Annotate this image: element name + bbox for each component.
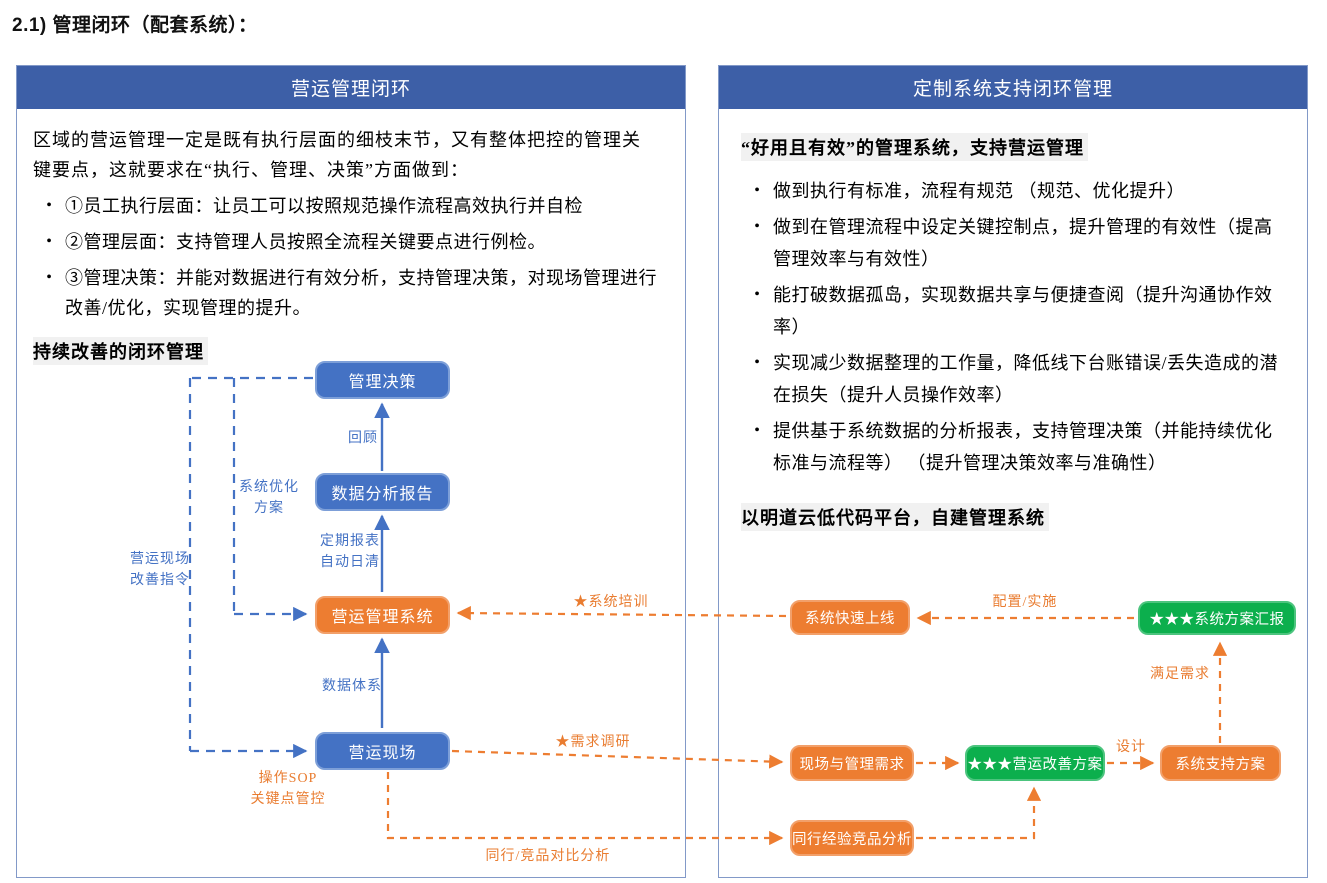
node-system-support-plan: 系统支持方案 [1160, 745, 1281, 781]
node-system-quick-launch: 系统快速上线 [790, 600, 910, 635]
panel-custom-system: 定制系统支持闭环管理 “好用且有效”的管理系统，支持营运管理 • 做到执行有标准… [718, 65, 1308, 878]
label-review: 回顾 [348, 431, 378, 446]
label-competitor-comparison: 同行/竞品对比分析 [485, 849, 611, 864]
right-bullet-list: • 做到执行有标准，流程有规范 （规范、优化提升） • 做到在管理流程中设定关键… [741, 175, 1281, 479]
list-item: • 提供基于系统数据的分析报表，支持管理决策（并能持续优化标准与流程等） （提升… [741, 415, 1281, 479]
node-peer-competitor-analysis: 同行经验竞品分析 [790, 820, 914, 856]
node-system-plan-report: ★★★系统方案汇报 [1138, 601, 1296, 635]
label-system-optimization-line1: 系统优化 [239, 480, 299, 495]
right-panel-body: “好用且有效”的管理系统，支持营运管理 • 做到执行有标准，流程有规范 （规范、… [719, 109, 1307, 531]
label-system-optimization: 系统优化 方案 [238, 477, 300, 519]
label-sop-control-line1: 操作SOP [258, 771, 318, 786]
label-sop-control-line2: 关键点管控 [250, 792, 326, 807]
right-heading-platform: 以明道云低代码平台，自建管理系统 [741, 503, 1281, 531]
list-item: • ③管理决策：并能对数据进行有效分析，支持管理决策，对现场管理进行改善/优化，… [33, 263, 659, 323]
list-item: • 实现减少数据整理的工作量，降低线下台账错误/丢失造成的潜在损失（提升人员操作… [741, 347, 1281, 411]
label-periodic-report-line2: 自动日清 [320, 555, 380, 570]
label-configure-implement: 配置/实施 [992, 595, 1058, 610]
label-needs-survey: ★需求调研 [555, 735, 631, 750]
right-bullet-2: 做到在管理流程中设定关键控制点，提升管理的有效性（提高管理效率与有效性） [773, 217, 1273, 269]
label-satisfy-needs: 满足需求 [1150, 667, 1210, 682]
label-periodic-report-line1: 定期报表 [320, 534, 380, 549]
right-panel-header: 定制系统支持闭环管理 [719, 66, 1307, 109]
left-panel-body: 区域的营运管理一定是既有执行层面的细枝末节，又有整体把控的管理关键要点，这就要求… [17, 109, 685, 365]
node-operations-site: 营运现场 [315, 732, 450, 770]
node-site-management-needs: 现场与管理需求 [790, 745, 914, 781]
right-bullet-4: 实现减少数据整理的工作量，降低线下台账错误/丢失造成的潜在损失（提升人员操作效率… [773, 353, 1278, 405]
label-system-training: ★系统培训 [573, 595, 649, 610]
node-data-analysis-report: 数据分析报告 [315, 473, 450, 511]
label-site-improvement-order-line1: 营运现场 [130, 552, 190, 567]
left-panel-header: 营运管理闭环 [17, 66, 685, 109]
list-item: • 做到执行有标准，流程有规范 （规范、优化提升） [741, 175, 1281, 207]
bullet-dot-icon: • [754, 354, 760, 371]
list-item: • ①员工执行层面：让员工可以按照规范操作流程高效执行并自检 [33, 191, 659, 221]
label-sop-control: 操作SOP 关键点管控 [242, 768, 334, 810]
right-bullet-5: 提供基于系统数据的分析报表，支持管理决策（并能持续优化标准与流程等） （提升管理… [773, 421, 1273, 473]
node-operations-system: 营运管理系统 [315, 596, 450, 634]
right-bullet-1: 做到执行有标准，流程有规范 （规范、优化提升） [773, 181, 1185, 201]
left-flow-heading: 持续改善的闭环管理 [33, 337, 659, 365]
label-site-improvement-order-line2: 改善指令 [130, 573, 190, 588]
bullet-dot-icon: • [754, 286, 760, 303]
left-intro-paragraph: 区域的营运管理一定是既有执行层面的细枝末节，又有整体把控的管理关键要点，这就要求… [33, 130, 641, 180]
left-flow-heading-text: 持续改善的闭环管理 [33, 337, 208, 365]
bullet-dot-icon: • [754, 182, 760, 199]
label-periodic-report: 定期报表 自动日清 [316, 531, 384, 573]
left-bullet-2: ②管理层面：支持管理人员按照全流程关键要点进行例检。 [65, 232, 546, 252]
list-item: • ②管理层面：支持管理人员按照全流程关键要点进行例检。 [33, 227, 659, 257]
bullet-dot-icon: • [46, 269, 52, 286]
node-operations-improvement-plan: ★★★营运改善方案 [965, 745, 1105, 781]
left-bullet-1: ①员工执行层面：让员工可以按照规范操作流程高效执行并自检 [65, 196, 583, 216]
right-heading-system-text: “好用且有效”的管理系统，支持营运管理 [741, 133, 1088, 161]
page-title: 2.1) 管理闭环（配套系统）： [12, 15, 258, 36]
node-management-decision: 管理决策 [315, 361, 450, 399]
right-heading-system: “好用且有效”的管理系统，支持营运管理 [741, 133, 1281, 161]
left-bullet-3: ③管理决策：并能对数据进行有效分析，支持管理决策，对现场管理进行改善/优化，实现… [65, 268, 657, 318]
label-data-system: 数据体系 [322, 679, 382, 694]
right-bullet-3: 能打破数据孤岛，实现数据共享与便捷查阅（提升沟通协作效率） [773, 285, 1273, 337]
bullet-dot-icon: • [754, 218, 760, 235]
bullet-dot-icon: • [754, 422, 760, 439]
bullet-dot-icon: • [46, 233, 52, 250]
right-heading-platform-text: 以明道云低代码平台，自建管理系统 [741, 503, 1049, 531]
label-site-improvement-order: 营运现场 改善指令 [128, 549, 192, 591]
label-design: 设计 [1116, 740, 1146, 755]
label-system-optimization-line2: 方案 [254, 501, 284, 516]
list-item: • 做到在管理流程中设定关键控制点，提升管理的有效性（提高管理效率与有效性） [741, 211, 1281, 275]
list-item: • 能打破数据孤岛，实现数据共享与便捷查阅（提升沟通协作效率） [741, 279, 1281, 343]
bullet-dot-icon: • [46, 197, 52, 214]
left-bullet-list: • ①员工执行层面：让员工可以按照规范操作流程高效执行并自检 • ②管理层面：支… [33, 191, 659, 323]
